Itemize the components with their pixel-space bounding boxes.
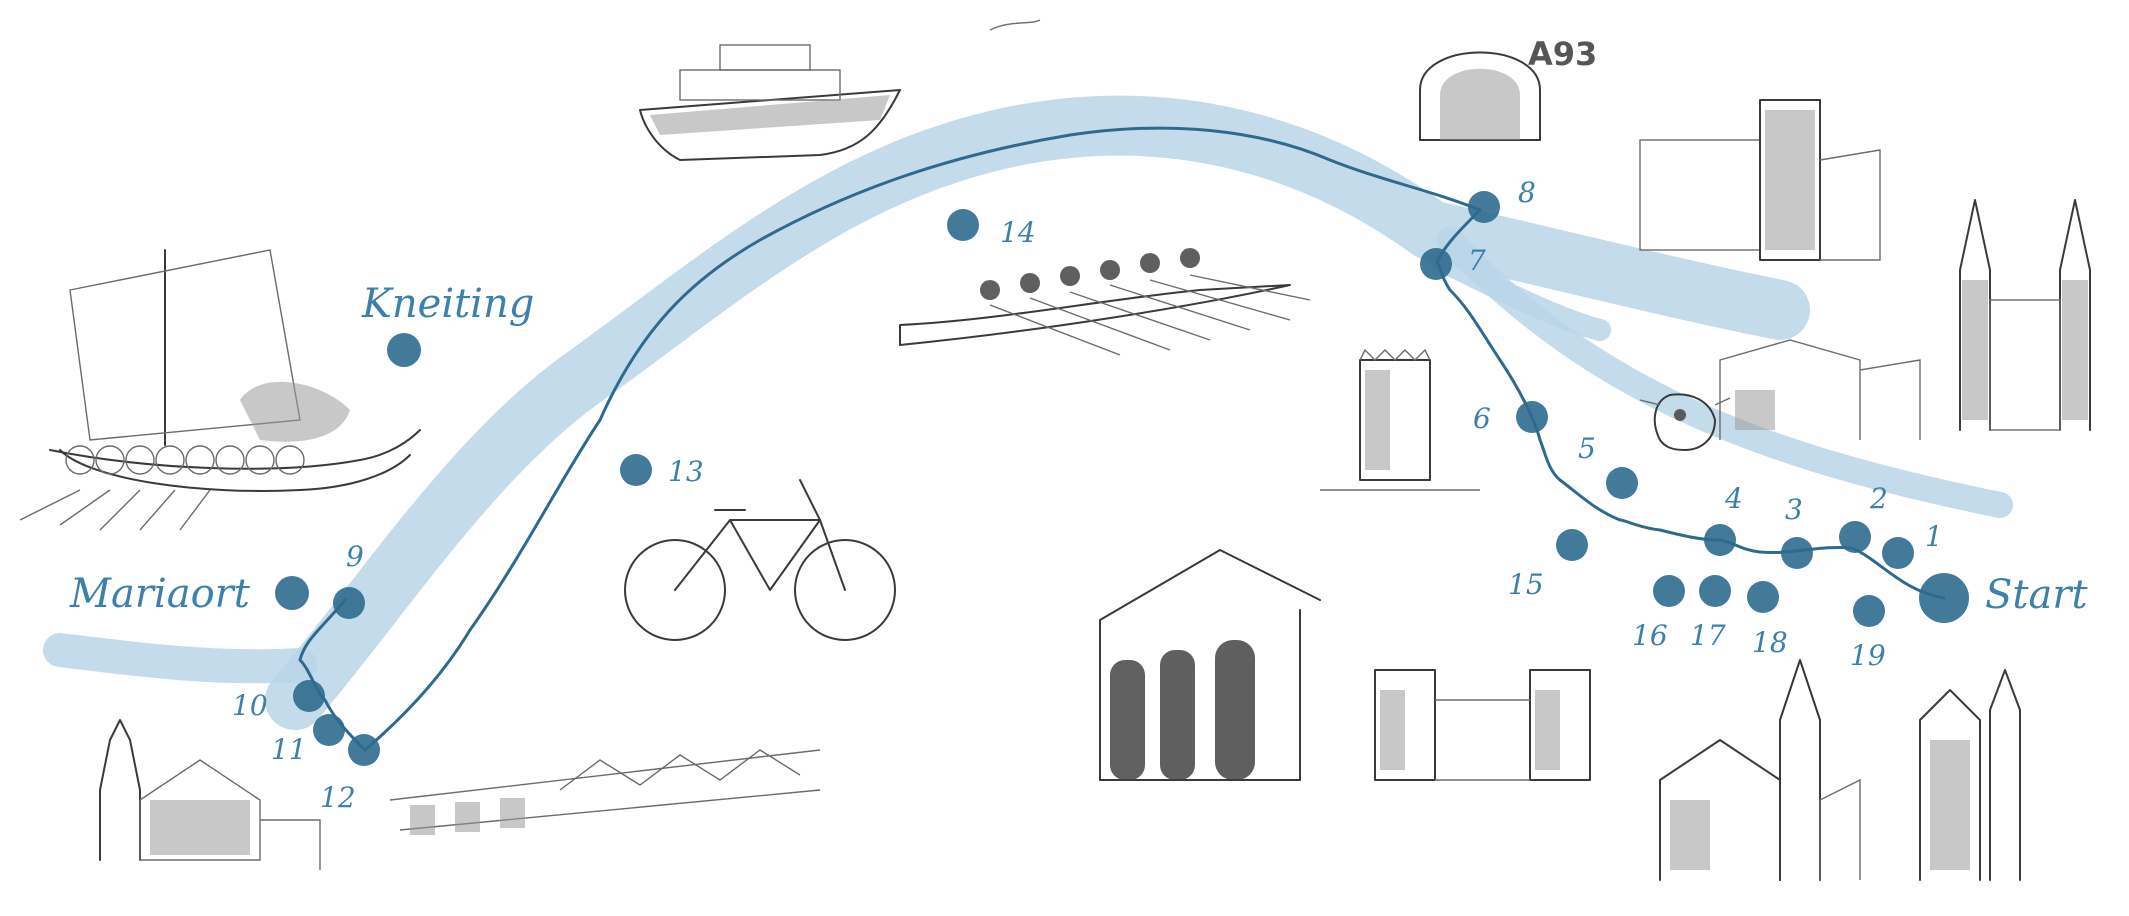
stop-marker-10[interactable] bbox=[293, 680, 325, 712]
stop-label-5: 5 bbox=[1578, 432, 1596, 465]
castle-ruin-illustration bbox=[1639, 99, 1881, 261]
stop-label-8: 8 bbox=[1518, 176, 1536, 209]
stop-label-9: 9 bbox=[346, 540, 364, 573]
stop-marker-19[interactable] bbox=[1853, 595, 1885, 627]
cow-illustration bbox=[1639, 393, 1731, 451]
stop-label-19: 19 bbox=[1850, 639, 1886, 672]
stop-label-15: 15 bbox=[1508, 568, 1544, 601]
church-left-illustration bbox=[99, 719, 321, 870]
church-right-illustration bbox=[1659, 659, 1861, 881]
stop-marker-12[interactable] bbox=[348, 734, 380, 766]
tunnel-illustration bbox=[1419, 51, 1541, 141]
start-marker[interactable] bbox=[1919, 573, 1969, 623]
houses-illustration bbox=[1719, 339, 1921, 440]
kneiting-marker[interactable] bbox=[387, 333, 421, 367]
stop-label-4: 4 bbox=[1724, 482, 1743, 515]
stop-marker-13[interactable] bbox=[620, 454, 652, 486]
stop-label-3: 3 bbox=[1785, 493, 1803, 526]
mariaort-marker[interactable] bbox=[275, 576, 309, 610]
place-label-kneiting: Kneiting bbox=[361, 281, 534, 327]
place-label-start: Start bbox=[1985, 572, 2088, 618]
stop-marker-18[interactable] bbox=[1747, 581, 1779, 613]
river-danube bbox=[43, 95, 2013, 730]
stop-label-13: 13 bbox=[668, 455, 704, 488]
place-label-mariaort: Mariaort bbox=[69, 571, 251, 617]
stop-label-1: 1 bbox=[1925, 520, 1943, 553]
stop-marker-3[interactable] bbox=[1781, 537, 1813, 569]
cathedral-illustration bbox=[1959, 199, 2091, 431]
stop-label-7: 7 bbox=[1468, 244, 1486, 277]
stops bbox=[275, 191, 1969, 766]
stop-marker-2[interactable] bbox=[1839, 521, 1871, 553]
city-gate-illustration bbox=[1374, 669, 1591, 781]
rowing-boat-illustration bbox=[899, 248, 1311, 356]
stop-label-17: 17 bbox=[1690, 619, 1726, 652]
stop-marker-5[interactable] bbox=[1606, 467, 1638, 499]
stop-label-12: 12 bbox=[320, 781, 356, 814]
stop-label-10: 10 bbox=[232, 689, 268, 722]
stop-label-6: 6 bbox=[1473, 402, 1491, 435]
stop-label-11: 11 bbox=[271, 733, 307, 766]
stop-marker-16[interactable] bbox=[1653, 575, 1685, 607]
stop-label-18: 18 bbox=[1752, 626, 1788, 659]
tower-illustration bbox=[1320, 348, 1480, 491]
stop-marker-4[interactable] bbox=[1704, 524, 1736, 556]
stop-marker-15[interactable] bbox=[1556, 529, 1588, 561]
stop-label-16: 16 bbox=[1632, 619, 1668, 652]
stop-labels: 1 2 3 4 5 6 7 8 9 10 11 12 13 14 15 16 1… bbox=[232, 176, 1943, 814]
bicycle-illustration bbox=[624, 479, 896, 641]
stop-marker-1[interactable] bbox=[1882, 537, 1914, 569]
stop-marker-17[interactable] bbox=[1699, 575, 1731, 607]
railway-bridge-illustration bbox=[389, 749, 821, 835]
stop-marker-14[interactable] bbox=[947, 209, 979, 241]
viking-ship-illustration bbox=[19, 249, 421, 531]
stop-marker-8[interactable] bbox=[1468, 191, 1500, 223]
church-far-right-illustration bbox=[1919, 669, 2021, 881]
stop-marker-6[interactable] bbox=[1516, 401, 1548, 433]
stop-marker-11[interactable] bbox=[313, 714, 345, 746]
passenger-ship-illustration bbox=[639, 19, 1041, 161]
stop-label-14: 14 bbox=[1000, 216, 1036, 249]
road-label-a93: A93 bbox=[1528, 35, 1597, 73]
stop-marker-9[interactable] bbox=[333, 587, 365, 619]
temple-illustration bbox=[1099, 549, 1321, 781]
route-path bbox=[298, 126, 1946, 752]
stop-marker-7[interactable] bbox=[1420, 248, 1452, 280]
stop-label-2: 2 bbox=[1869, 482, 1888, 515]
